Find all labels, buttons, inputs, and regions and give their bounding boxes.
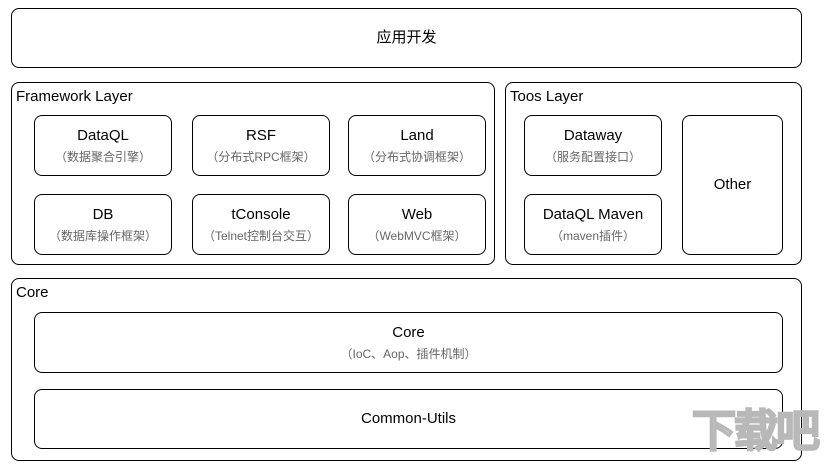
module-title: DataQL Maven xyxy=(542,205,644,223)
module-dataql: DataQL （数据聚合引擎） xyxy=(34,115,172,176)
module-land: Land （分布式协调框架） xyxy=(348,115,486,176)
core-layer-label: Core xyxy=(16,284,49,301)
module-web: Web （WebMVC框架） xyxy=(348,194,486,255)
module-rsf: RSF （分布式RPC框架） xyxy=(192,115,330,176)
module-dataql-maven: DataQL Maven （maven插件） xyxy=(524,194,662,255)
module-other: Other xyxy=(682,115,783,255)
module-title: DB xyxy=(92,205,114,223)
module-title: DataQL xyxy=(77,126,129,144)
module-title: Other xyxy=(713,176,752,193)
module-subtitle: （数据聚合引擎） xyxy=(54,149,151,164)
module-db: DB （数据库操作框架） xyxy=(34,194,172,255)
module-tconsole: tConsole （Telnet控制台交互） xyxy=(192,194,330,255)
tools-layer-label: Toos Layer xyxy=(510,88,584,105)
module-subtitle: （IoC、Aop、插件机制） xyxy=(340,346,477,361)
module-title: Web xyxy=(401,205,433,223)
module-subtitle: （WebMVC框架） xyxy=(367,228,467,243)
module-title: Core xyxy=(392,323,425,341)
module-subtitle: （maven插件） xyxy=(550,228,636,243)
module-title: RSF xyxy=(246,126,276,144)
module-core: Core （IoC、Aop、插件机制） xyxy=(34,312,783,373)
module-title: Dataway xyxy=(563,126,623,144)
module-dataway: Dataway （服务配置接口） xyxy=(524,115,662,176)
module-title: tConsole xyxy=(231,205,291,223)
module-subtitle: （服务配置接口） xyxy=(544,149,641,164)
module-subtitle: （数据库操作框架） xyxy=(48,228,157,243)
module-title: Land xyxy=(400,126,434,144)
module-title: Common-Utils xyxy=(360,410,456,427)
module-common-utils: Common-Utils xyxy=(34,389,783,449)
app-development-title: 应用开发 xyxy=(376,29,437,46)
module-subtitle: （分布式RPC框架） xyxy=(206,149,316,164)
module-subtitle: （分布式协调框架） xyxy=(362,149,471,164)
framework-layer-label: Framework Layer xyxy=(16,88,133,105)
app-development-box: 应用开发 xyxy=(11,8,802,68)
module-subtitle: （Telnet控制台交互） xyxy=(202,228,320,243)
